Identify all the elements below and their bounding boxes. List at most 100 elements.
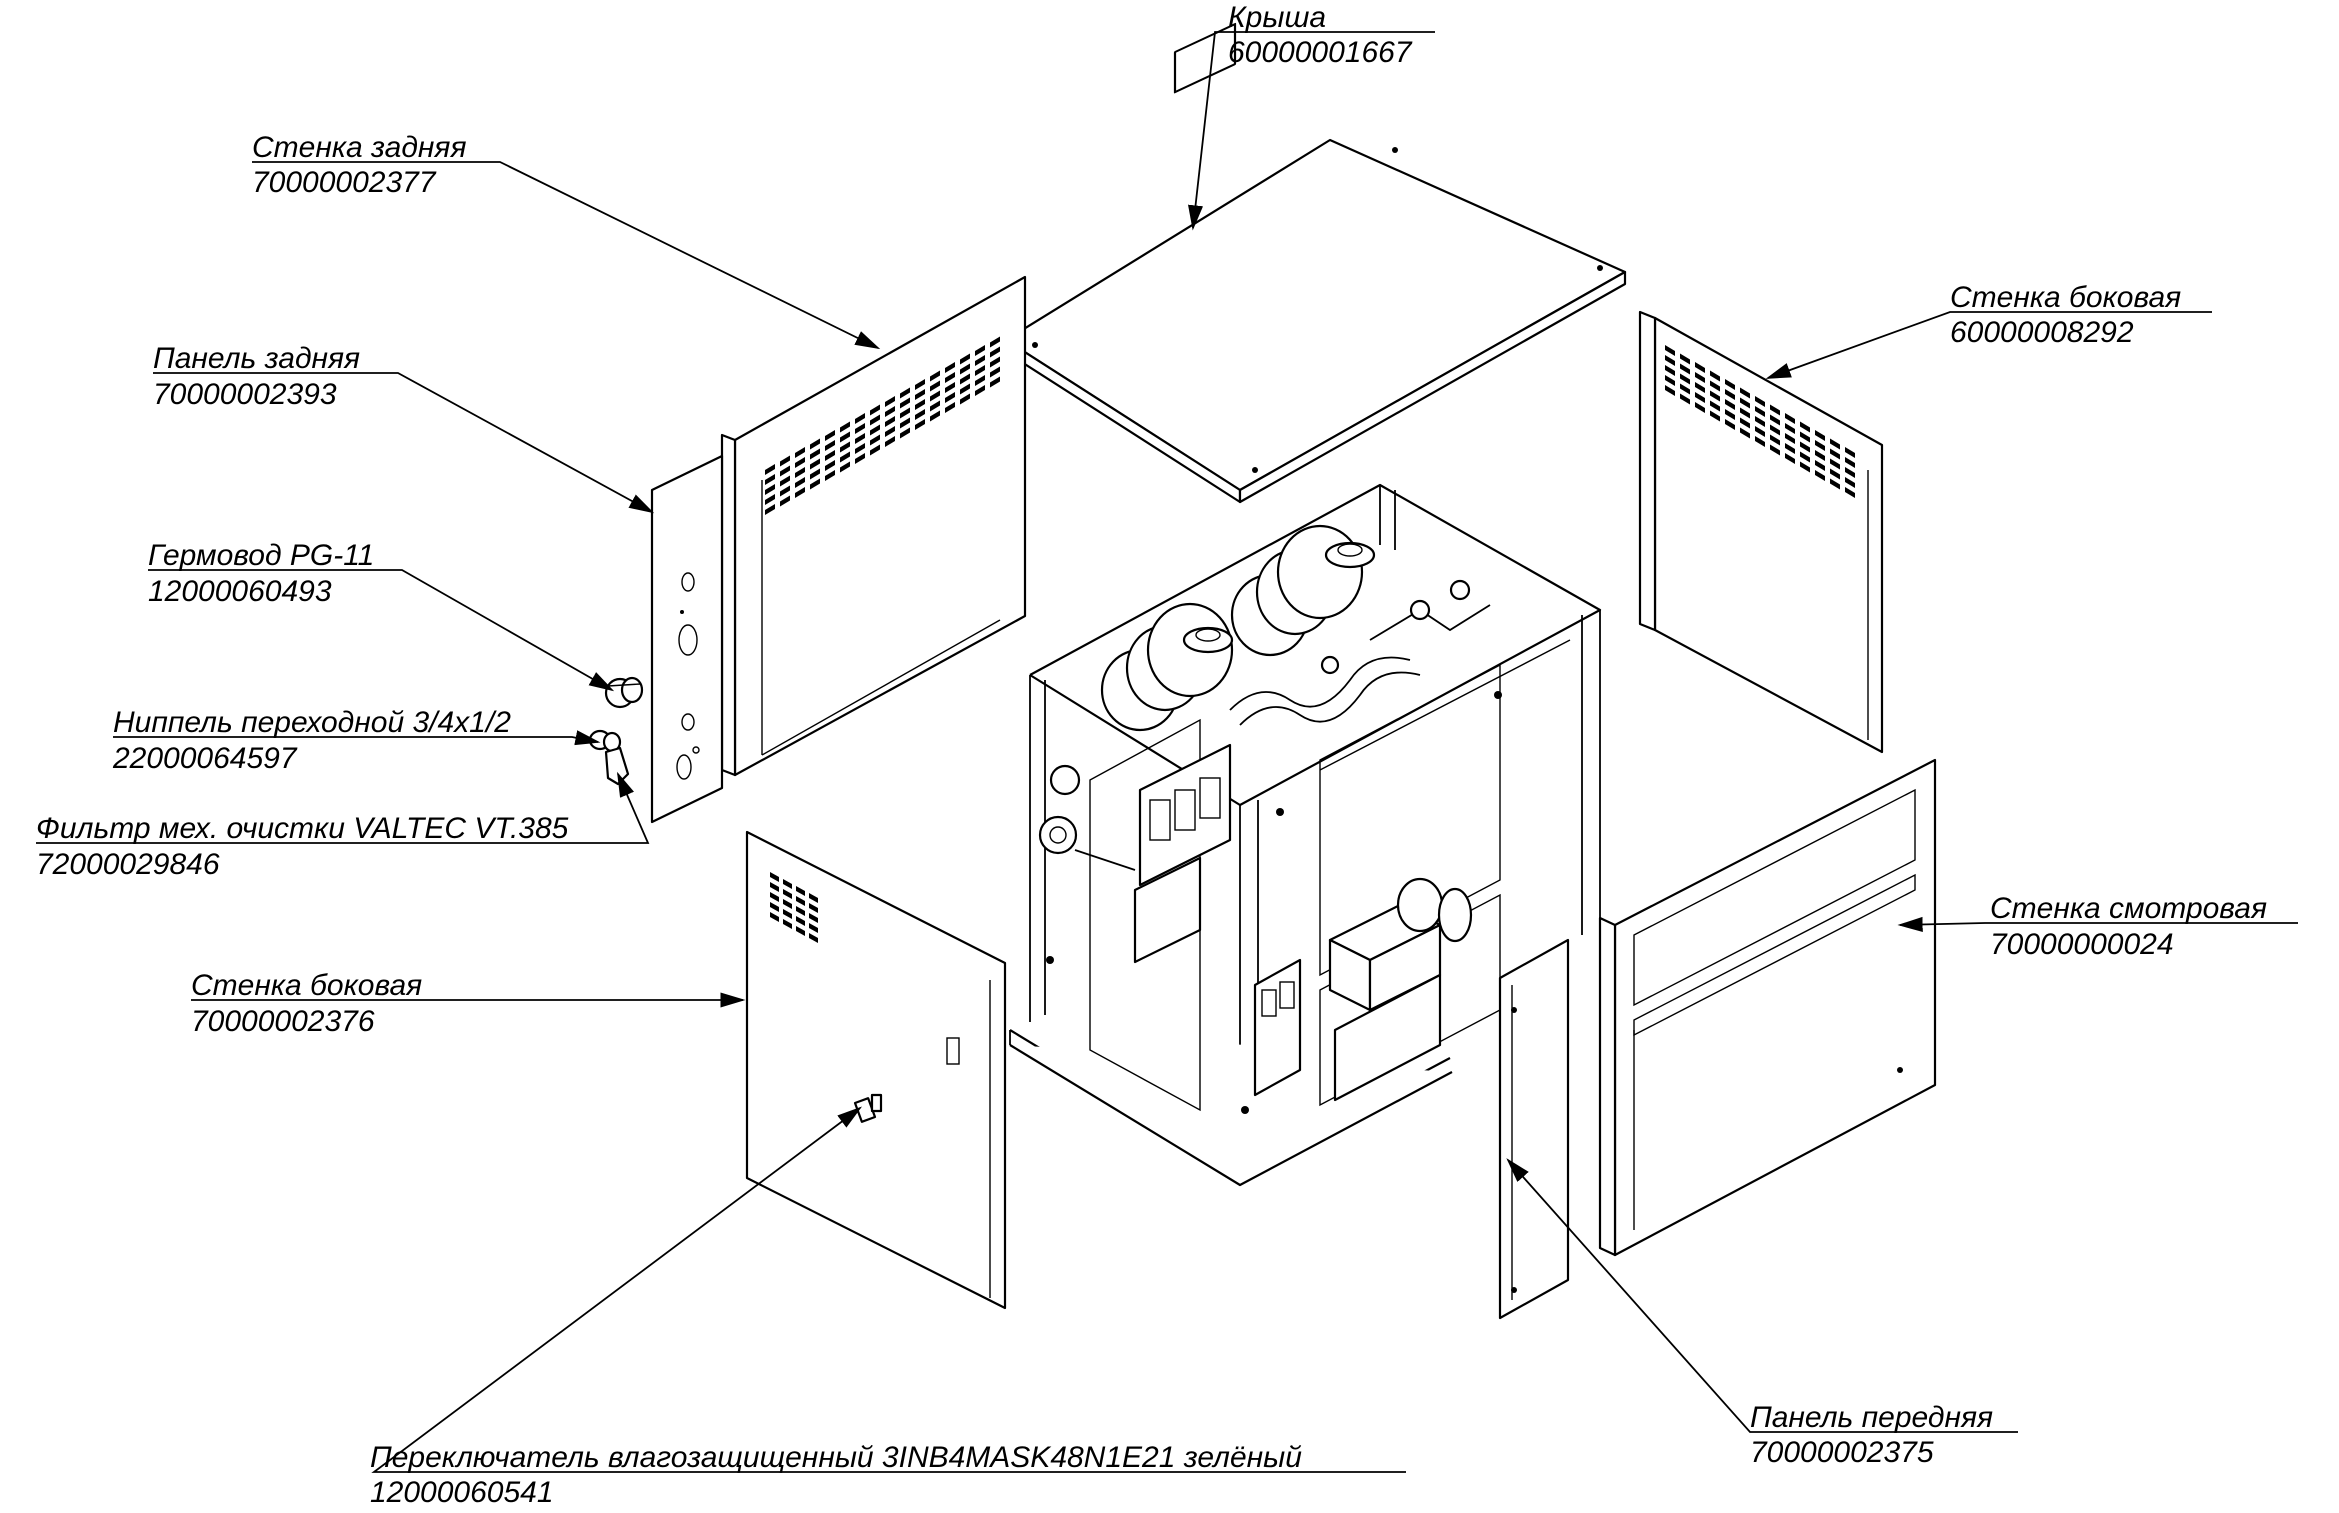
vent-slot: [840, 441, 850, 453]
vent-slot: [825, 460, 835, 471]
vent-slot: [960, 383, 970, 395]
vent-slot: [783, 889, 792, 899]
vent-slot: [960, 363, 970, 375]
vent-slot: [915, 379, 925, 390]
main-frame-part: [1009, 22, 1602, 1187]
vent-slot: [1845, 457, 1855, 468]
vent-slot: [840, 431, 850, 443]
vent-slot: [915, 389, 925, 400]
vent-slot: [885, 396, 895, 407]
label-filter-name: Фильтр мех. очистки VALTEC VT.385: [36, 812, 569, 845]
vent-slot: [810, 458, 820, 470]
vent-slot: [765, 484, 775, 495]
vent-slot: [1845, 477, 1855, 488]
label-front-panel-code: 70000002375: [1750, 1436, 1934, 1469]
vent-slot: [809, 913, 818, 923]
vent-slot: [990, 366, 1000, 378]
vent-slot: [1800, 441, 1810, 453]
vent-slot: [770, 872, 779, 882]
side-wall-left-part: [745, 830, 1007, 1310]
callout-cable-gland: Гермовод PG-11 12000060493: [148, 539, 374, 608]
vent-slot: [809, 923, 818, 933]
label-back-wall-code: 70000002377: [252, 166, 437, 199]
boiler-right: [1230, 524, 1376, 657]
vent-slot: [1785, 453, 1795, 464]
vent-slot: [990, 376, 1000, 388]
vent-slot: [975, 375, 985, 386]
vent-slot: [770, 882, 779, 892]
vent-slot: [975, 355, 985, 366]
vent-slot: [1665, 375, 1675, 386]
vent-slot: [900, 417, 910, 429]
label-back-panel-code: 70000002393: [153, 378, 337, 411]
vent-slot: [810, 478, 820, 490]
label-side-wall-left-code: 70000002376: [191, 1005, 375, 1038]
vent-slot: [796, 896, 805, 906]
vent-slot: [870, 404, 880, 416]
vent-slot: [1710, 370, 1720, 382]
vent-slot: [930, 390, 940, 402]
vent-slot: [840, 461, 850, 473]
label-roof-code: 60000001667: [1228, 36, 1413, 69]
vent-slot: [1740, 407, 1750, 419]
vent-slot: [1830, 468, 1840, 480]
vent-slot: [783, 899, 792, 909]
vent-slot: [990, 336, 1000, 348]
vent-slot: [915, 399, 925, 410]
vent-slot: [1770, 434, 1780, 446]
pump: [1328, 877, 1473, 1102]
label-back-wall-name: Стенка задняя: [252, 131, 466, 164]
vent-slot: [945, 372, 955, 383]
vent-slot: [780, 495, 790, 507]
vent-slot: [885, 406, 895, 417]
vent-slot: [1695, 382, 1705, 393]
vent-slot: [885, 416, 895, 427]
vent-slot: [1665, 345, 1675, 356]
vent-slot: [809, 933, 818, 943]
filter-part: [604, 746, 630, 786]
cable-gland-part: [604, 676, 644, 709]
label-switch-code: 12000060541: [370, 1476, 554, 1509]
vent-slot: [900, 397, 910, 409]
vent-slot: [930, 410, 940, 422]
vent-slot: [796, 926, 805, 936]
vent-slot: [783, 919, 792, 929]
vent-slot: [900, 407, 910, 419]
vent-slot: [1830, 438, 1840, 450]
vent-slot: [900, 427, 910, 439]
vent-slot: [765, 464, 775, 475]
vent-slot: [795, 447, 805, 458]
vent-slot: [990, 346, 1000, 358]
vent-slot: [840, 451, 850, 463]
vent-slot: [1770, 414, 1780, 426]
vent-slot: [1710, 380, 1720, 392]
vent-slot: [770, 892, 779, 902]
vent-slot: [1815, 430, 1825, 441]
vent-slot: [796, 916, 805, 926]
vent-slot: [930, 380, 940, 392]
control-unit: [1133, 743, 1232, 964]
vent-slot: [795, 487, 805, 498]
vent-slot: [945, 382, 955, 393]
vent-slot: [1725, 419, 1735, 430]
vent-slot: [1785, 413, 1795, 424]
side-wall-right-part: [1638, 310, 1884, 754]
vent-slot: [1830, 448, 1840, 460]
vent-slot: [1740, 427, 1750, 439]
vent-slot: [1770, 424, 1780, 436]
vent-slot: [975, 385, 985, 396]
label-roof-name: Крыша: [1228, 1, 1326, 34]
vent-slot: [795, 477, 805, 488]
vent-slot: [796, 906, 805, 916]
vent-slot: [960, 353, 970, 365]
vent-slot: [810, 448, 820, 460]
back-panel-part: [650, 454, 724, 824]
label-view-wall-code: 70000000024: [1990, 928, 2174, 961]
vent-slot: [825, 450, 835, 461]
vent-slot: [885, 426, 895, 437]
vent-slot: [1755, 396, 1765, 407]
vent-slot: [1815, 470, 1825, 481]
vent-slot: [1800, 431, 1810, 443]
vent-slot: [915, 419, 925, 430]
vent-slot: [1710, 410, 1720, 422]
